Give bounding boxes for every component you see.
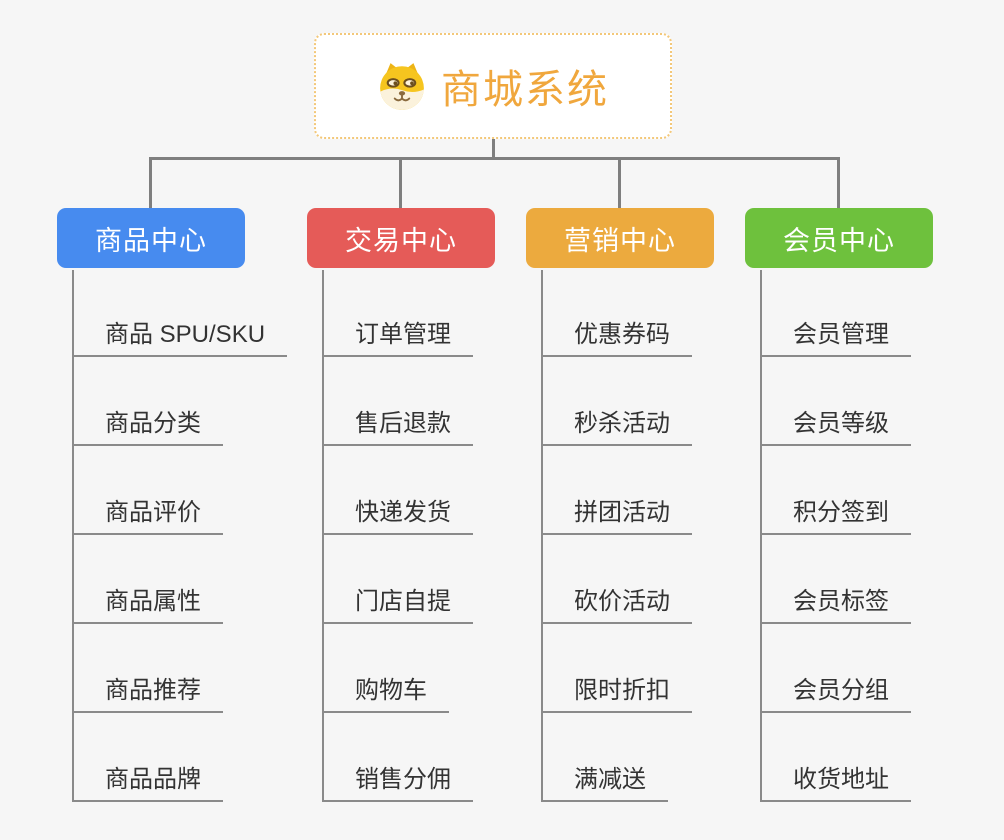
node-member-group[interactable]: 会员分组 (760, 676, 911, 713)
node-bargain-activity[interactable]: 砍价活动 (541, 587, 692, 624)
node-points-checkin[interactable]: 积分签到 (760, 498, 911, 535)
branch-drop-connector (837, 157, 840, 210)
branch-node-product-center[interactable]: 商品中心 (57, 208, 245, 268)
branch-node-member-center[interactable]: 会员中心 (745, 208, 933, 268)
dog-face-icon (380, 63, 424, 110)
branch-bus-connector (149, 157, 840, 160)
branch-member-center: 会员中心 会员管理 会员等级 积分签到 会员标签 会员分组 收货地址 (745, 0, 935, 840)
node-product-review[interactable]: 商品评价 (72, 498, 223, 535)
node-member-management[interactable]: 会员管理 (760, 320, 911, 357)
branch-drop-connector (399, 157, 402, 210)
branch-trunk-line (72, 270, 74, 800)
node-member-level[interactable]: 会员等级 (760, 409, 911, 446)
branch-node-trade-center[interactable]: 交易中心 (307, 208, 495, 268)
root-stem-connector (492, 138, 495, 158)
branch-trunk-line (322, 270, 324, 800)
node-full-reduction[interactable]: 满减送 (541, 765, 668, 802)
node-express-delivery[interactable]: 快递发货 (322, 498, 473, 535)
branch-trunk-line (541, 270, 543, 800)
node-product-recommend[interactable]: 商品推荐 (72, 676, 223, 713)
branch-node-marketing-center[interactable]: 营销中心 (526, 208, 714, 268)
node-sales-commission[interactable]: 销售分佣 (322, 765, 473, 802)
branch-drop-connector (149, 157, 152, 210)
node-store-pickup[interactable]: 门店自提 (322, 587, 473, 624)
root-node-label: 商城系统 (441, 68, 609, 112)
root-node[interactable]: 商城系统 (314, 33, 672, 139)
node-product-category[interactable]: 商品分类 (72, 409, 223, 446)
node-shipping-address[interactable]: 收货地址 (760, 765, 911, 802)
node-order-management[interactable]: 订单管理 (322, 320, 473, 357)
branch-marketing-center: 营销中心 优惠券码 秒杀活动 拼团活动 砍价活动 限时折扣 满减送 (526, 0, 716, 840)
node-member-tag[interactable]: 会员标签 (760, 587, 911, 624)
node-time-discount[interactable]: 限时折扣 (541, 676, 692, 713)
branch-trade-center: 交易中心 订单管理 售后退款 快递发货 门店自提 购物车 销售分佣 (307, 0, 497, 840)
node-product-brand[interactable]: 商品品牌 (72, 765, 223, 802)
branch-product-center: 商品中心 商品 SPU/SKU 商品分类 商品评价 商品属性 商品推荐 商品品牌 (57, 0, 288, 840)
node-group-buy[interactable]: 拼团活动 (541, 498, 692, 535)
node-product-spu-sku[interactable]: 商品 SPU/SKU (72, 320, 288, 357)
node-shopping-cart[interactable]: 购物车 (322, 676, 449, 713)
node-flash-sale[interactable]: 秒杀活动 (541, 409, 692, 446)
branch-drop-connector (618, 157, 621, 210)
node-product-attribute[interactable]: 商品属性 (72, 587, 223, 624)
branch-trunk-line (760, 270, 762, 800)
node-coupon-code[interactable]: 优惠券码 (541, 320, 692, 357)
node-after-sale-refund[interactable]: 售后退款 (322, 409, 473, 446)
